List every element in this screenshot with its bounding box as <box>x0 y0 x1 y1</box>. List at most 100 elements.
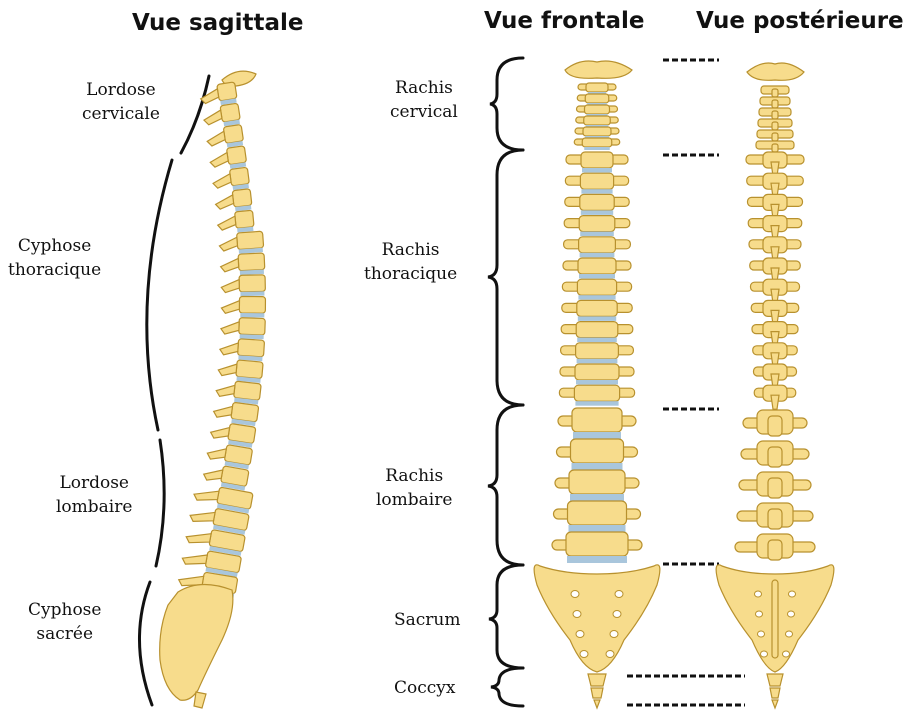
coccyx-segment <box>594 700 600 708</box>
sagittal-vertebral-body <box>238 253 265 271</box>
spinous-process <box>772 122 778 130</box>
sacral-foramen <box>761 651 768 657</box>
sacral-foramen <box>576 631 584 638</box>
spinous-process <box>768 540 782 560</box>
spinous-process <box>772 111 778 119</box>
sacral-foramen <box>789 591 796 597</box>
sacral-foramen <box>613 611 621 618</box>
intervertebral-disc <box>240 313 264 317</box>
spinous-process <box>768 478 782 498</box>
brace-lumbar <box>488 405 523 565</box>
intervertebral-disc <box>577 359 618 364</box>
thoracic-vertebra <box>574 385 619 401</box>
sagittal-segment <box>220 253 265 276</box>
thoracic-vertebra <box>581 152 613 168</box>
sagittal-spinous-process <box>181 551 207 568</box>
sagittal-spinous-process <box>221 321 239 334</box>
sagittal-vertebral-body <box>236 360 263 379</box>
intervertebral-disc <box>575 401 618 406</box>
brace-thoracic <box>488 150 523 405</box>
sacral-foramen <box>783 651 790 657</box>
sagittal-segment <box>217 210 255 234</box>
cervical-vertebra <box>585 105 610 114</box>
sacrum-sagittal <box>160 584 233 700</box>
thoracic-vertebra <box>578 258 616 274</box>
spinous-process <box>768 447 782 467</box>
cervical-vertebra <box>584 116 611 125</box>
brace-coccyx <box>491 668 523 706</box>
sagittal-spinous-process <box>193 487 219 504</box>
spinous-process <box>771 395 779 409</box>
intervertebral-disc <box>569 525 626 532</box>
sacral-foramen <box>573 611 581 618</box>
cervical-vertebra <box>583 127 611 136</box>
spinous-process <box>772 133 778 141</box>
sagittal-spinous-process <box>221 301 239 314</box>
sagittal-vertebral-body <box>235 210 254 228</box>
curve-line-sacral <box>139 582 152 705</box>
intervertebral-disc <box>581 210 613 215</box>
thoracic-vertebra <box>576 343 619 359</box>
spinous-process <box>768 416 782 436</box>
intervertebral-disc <box>567 556 627 563</box>
sagittal-spinous-process <box>215 195 234 210</box>
sagittal-spinous-process <box>220 342 239 356</box>
thoracic-vertebra <box>580 194 614 210</box>
brace-sacrum <box>489 565 523 668</box>
thoracic-vertebra <box>579 237 616 253</box>
curve-line-cervical <box>181 76 209 153</box>
thoracic-vertebra <box>579 216 615 232</box>
intervertebral-disc <box>580 253 615 257</box>
intervertebral-disc <box>577 338 617 343</box>
sagittal-segment <box>219 231 264 255</box>
cervical-vertebra <box>585 94 609 103</box>
sacral-foramen <box>755 591 762 597</box>
sagittal-segment <box>219 338 264 362</box>
sagittal-segment <box>221 296 265 317</box>
sagittal-spinous-process <box>212 174 231 189</box>
intervertebral-disc <box>578 295 615 300</box>
intervertebral-disc <box>240 291 264 296</box>
sacral-foramen <box>786 631 793 637</box>
sagittal-spinous-process <box>213 404 233 419</box>
intervertebral-disc <box>579 274 615 279</box>
frontal-spine <box>534 61 660 708</box>
sagittal-segment <box>214 189 252 214</box>
thoracic-vertebra <box>576 322 618 338</box>
lumbar-vertebra <box>566 532 628 556</box>
sagittal-spinous-process <box>216 383 235 398</box>
median-sacral-crest <box>772 580 778 658</box>
intervertebral-disc <box>581 189 612 194</box>
sagittal-spinous-process <box>189 508 215 525</box>
coccyx-segment <box>770 688 780 698</box>
sagittal-spinous-process <box>206 446 226 462</box>
sagittal-segment <box>221 275 265 297</box>
sagittal-vertebral-body <box>238 339 265 357</box>
curve-line-lumbar <box>156 440 164 566</box>
sagittal-vertebral-body <box>226 146 246 165</box>
sagittal-vertebral-body <box>234 381 262 400</box>
sacral-foramen <box>758 631 765 637</box>
sagittal-spine <box>160 71 266 708</box>
spinous-process <box>768 509 782 529</box>
sacral-foramen <box>610 631 618 638</box>
lumbar-vertebra <box>571 439 624 463</box>
sagittal-spinous-process <box>220 258 239 272</box>
thoracic-vertebra <box>580 173 613 189</box>
posterior-spine <box>716 63 834 708</box>
sagittal-vertebral-body <box>229 167 249 186</box>
intervertebral-disc <box>578 316 616 321</box>
sagittal-spinous-process <box>185 529 211 546</box>
thoracic-vertebra <box>577 279 616 295</box>
sagittal-spinous-process <box>210 425 230 440</box>
region-braces <box>488 58 523 706</box>
sagittal-vertebral-body <box>223 124 243 143</box>
sagittal-vertebral-body <box>217 82 237 101</box>
intervertebral-disc <box>572 463 623 470</box>
sagittal-spinous-process <box>217 216 236 230</box>
cervical-vertebra <box>582 138 612 147</box>
spinous-process <box>772 89 778 97</box>
sagittal-vertebral-body <box>232 189 252 207</box>
curve-line-thoracic <box>147 160 172 430</box>
